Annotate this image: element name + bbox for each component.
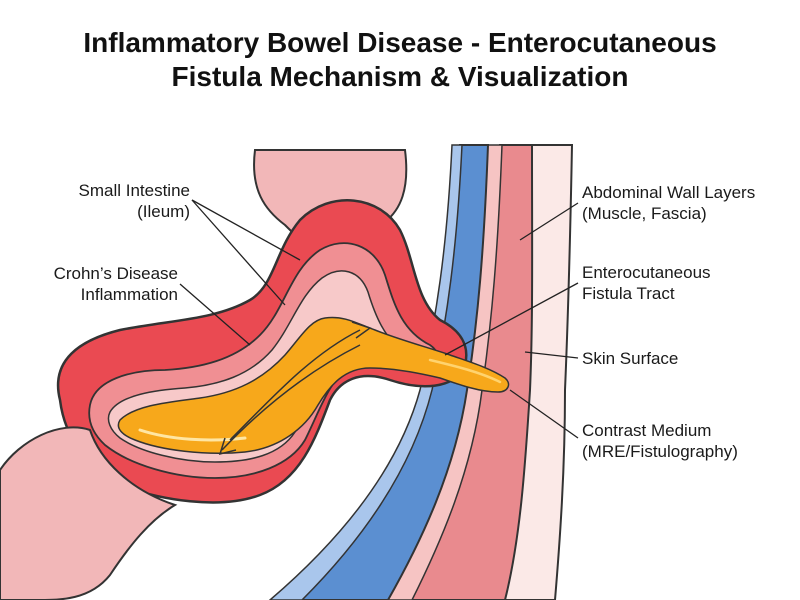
leader-small-intestine-a: [191, 199, 301, 261]
label-crohns-inflammation: Crohn’s Disease Inflammation: [53, 264, 178, 304]
title-line-1: Inflammatory Bowel Disease - Enterocutan…: [83, 27, 717, 58]
diagram-title: Inflammatory Bowel Disease - Enterocutan…: [0, 26, 800, 94]
label-skin-surface: Skin Surface: [582, 349, 679, 368]
leader-skin-surface: [524, 351, 579, 359]
leader-small-intestine-b: [191, 199, 286, 306]
leader-contrast: [509, 389, 579, 439]
contrast-in-lumen: [117, 316, 510, 454]
lower-bowel-loop: [0, 426, 178, 600]
label-small-intestine: Small Intestine (Ileum): [78, 181, 191, 221]
leader-lines: [179, 199, 579, 439]
fistula-tract-highlight: [428, 358, 502, 384]
label-abdominal-wall: Abdominal Wall Layers (Muscle, Fascia): [582, 183, 756, 223]
label-contrast-medium: Contrast Medium (MRE/Fistulography): [582, 421, 738, 461]
flow-arrows: [218, 321, 372, 456]
title-line-2: Fistula Mechanism & Visualization: [171, 61, 629, 92]
leader-crohns: [179, 283, 251, 346]
label-fistula-tract: Enterocutaneous Fistula Tract: [582, 263, 711, 303]
leader-abdominal-wall: [519, 202, 579, 241]
leader-fistula-tract: [444, 282, 579, 356]
